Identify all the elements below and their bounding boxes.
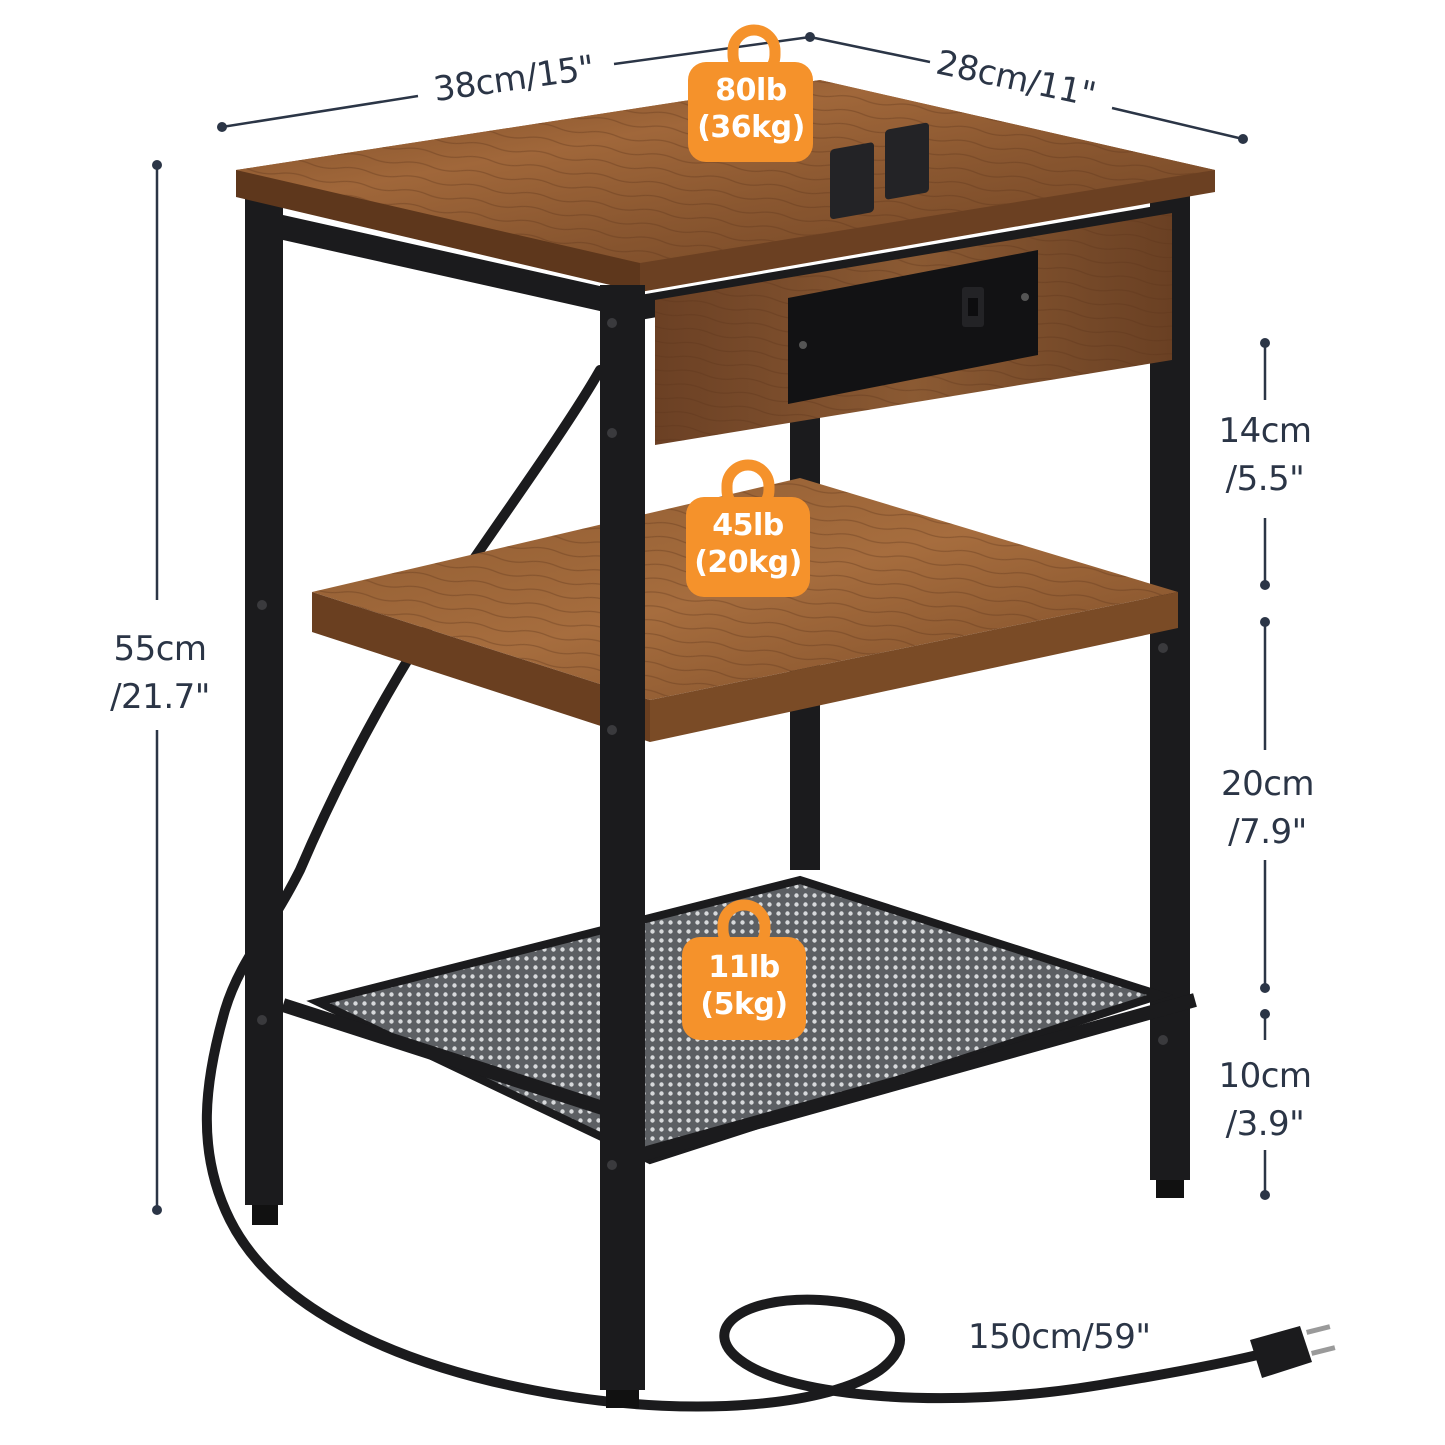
height-dimension-line <box>152 160 162 1215</box>
top-load-kg: (36kg) <box>697 109 805 145</box>
power-outlet-strip <box>788 122 1038 404</box>
left-leg <box>245 195 283 1205</box>
frame-bolts <box>257 318 1168 1170</box>
height-label: 55cm /21.7" <box>100 625 220 722</box>
front-leg <box>600 285 645 1390</box>
height-in: /21.7" <box>110 677 210 718</box>
bottom-gap-in: /3.9" <box>1225 1104 1305 1145</box>
top-load-lb: 80lb <box>715 73 787 108</box>
power-cord <box>201 365 1275 1412</box>
top-gap-cm: 14cm <box>1218 411 1312 451</box>
weight-badge-top: 80lb (36kg) <box>686 73 816 146</box>
top-gap-label: 14cm /5.5" <box>1205 407 1325 504</box>
bottom-load-lb: 11lb <box>708 950 780 985</box>
weight-badge-bottom-shape <box>682 899 806 1040</box>
shelf-gap-dimension-lines <box>1260 338 1270 1200</box>
tabletop <box>236 80 1215 292</box>
middle-gap-in: /7.9" <box>1228 812 1307 853</box>
middle-gap-label: 20cm /7.9" <box>1205 760 1330 857</box>
middle-gap-cm: 20cm <box>1220 764 1315 804</box>
weight-badge-bottom: 11lb (5kg) <box>679 950 809 1023</box>
depth-dimension-line <box>809 35 1248 144</box>
cord-length-label: 150cm/59" <box>968 1317 1151 1357</box>
middle-load-lb: 45lb <box>712 508 784 543</box>
bottom-load-kg: (5kg) <box>700 986 788 1022</box>
bottom-gap-cm: 10cm <box>1218 1056 1312 1096</box>
top-gap-in: /5.5" <box>1225 459 1305 500</box>
height-cm: 55cm <box>113 629 207 669</box>
middle-load-kg: (20kg) <box>694 544 802 580</box>
weight-badge-middle: 45lb (20kg) <box>683 508 813 581</box>
power-plug <box>1250 1324 1336 1378</box>
weight-badge-middle-shape <box>686 459 810 597</box>
bottom-gap-label: 10cm /3.9" <box>1205 1052 1325 1149</box>
weight-badge-top-shape <box>688 24 813 162</box>
